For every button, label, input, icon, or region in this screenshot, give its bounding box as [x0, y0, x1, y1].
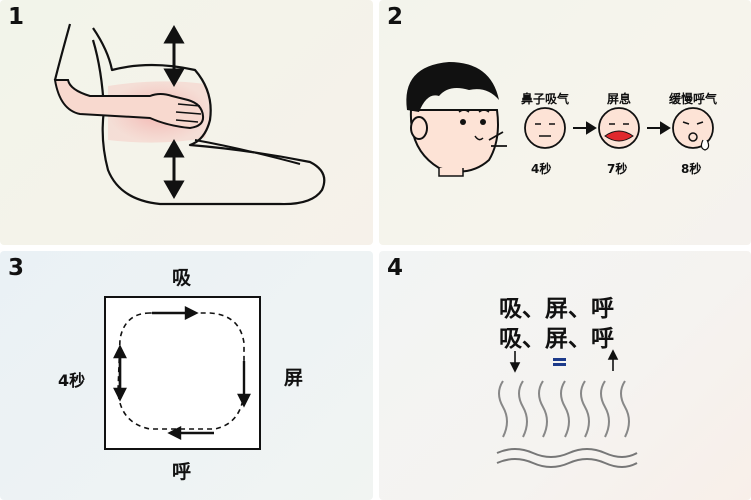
box-square	[104, 296, 261, 450]
rhythm-arrows	[509, 349, 619, 373]
exhale-face	[672, 107, 714, 151]
row1-word-3: 呼	[591, 296, 614, 322]
arm	[53, 79, 205, 130]
step-time-inhale: 4秒	[531, 162, 552, 176]
arrow-2	[647, 121, 671, 135]
breath-lines	[488, 131, 507, 147]
row1-sep-1: 、	[522, 296, 545, 322]
row2-word-3: 呼	[591, 326, 614, 352]
row1-word-2: 屏	[545, 296, 568, 322]
step-time-exhale: 8秒	[681, 162, 702, 176]
shoulder-line	[53, 23, 72, 81]
panel-3-box-breathing: 3 吸 屏 呼 4秒	[0, 251, 373, 500]
row1-word-1: 吸	[499, 296, 522, 322]
rhythm-row-2: 吸、屏、呼	[499, 319, 614, 353]
box-label-top: 吸	[172, 267, 192, 289]
arrow-1	[573, 121, 597, 135]
equals-sign	[553, 358, 566, 366]
box-label-bottom: 呼	[172, 461, 192, 483]
row2-sep-2: 、	[568, 326, 591, 352]
panel-1-belly-breathing: 1	[0, 0, 373, 245]
panel-2-478-breathing: 2	[379, 0, 751, 245]
panel-number: 1	[8, 4, 25, 30]
step-label-exhale: 缓慢呼气	[669, 92, 718, 106]
breath-waves-illustration	[496, 349, 638, 468]
finger-lines	[175, 103, 202, 123]
panel-number: 2	[387, 4, 404, 30]
belly-breathing-illustration	[53, 23, 326, 206]
up-down-arrow-bottom	[163, 138, 185, 200]
panel-number: 3	[8, 255, 25, 281]
step-time-hold: 7秒	[607, 162, 628, 176]
inhale-face	[524, 107, 566, 149]
box-label-right: 屏	[284, 367, 304, 389]
478-breathing-illustration	[406, 62, 714, 177]
smoke-waves	[498, 380, 630, 438]
rhythm-row-1: 吸、屏、呼	[499, 289, 614, 323]
step-label-hold: 屏息	[607, 92, 632, 106]
row2-sep-1: 、	[522, 326, 545, 352]
cycle-arrows	[113, 306, 251, 440]
hip-curve	[194, 139, 301, 165]
step-label-inhale: 鼻子吸气	[521, 92, 570, 106]
row2-word-2: 屏	[545, 326, 568, 352]
up-down-arrow-top	[163, 24, 185, 88]
box-label-left: 4秒	[58, 371, 86, 390]
box-breathing-illustration	[104, 296, 261, 450]
panel-4-breath-rhythm: 4 吸、屏、呼 吸、屏、呼	[379, 251, 751, 500]
person-face	[406, 62, 499, 177]
panel-number: 4	[387, 255, 404, 281]
row2-word-1: 吸	[499, 326, 522, 352]
row1-sep-2: 、	[568, 296, 591, 322]
hold-face	[598, 107, 640, 149]
ground-waves	[496, 448, 638, 468]
